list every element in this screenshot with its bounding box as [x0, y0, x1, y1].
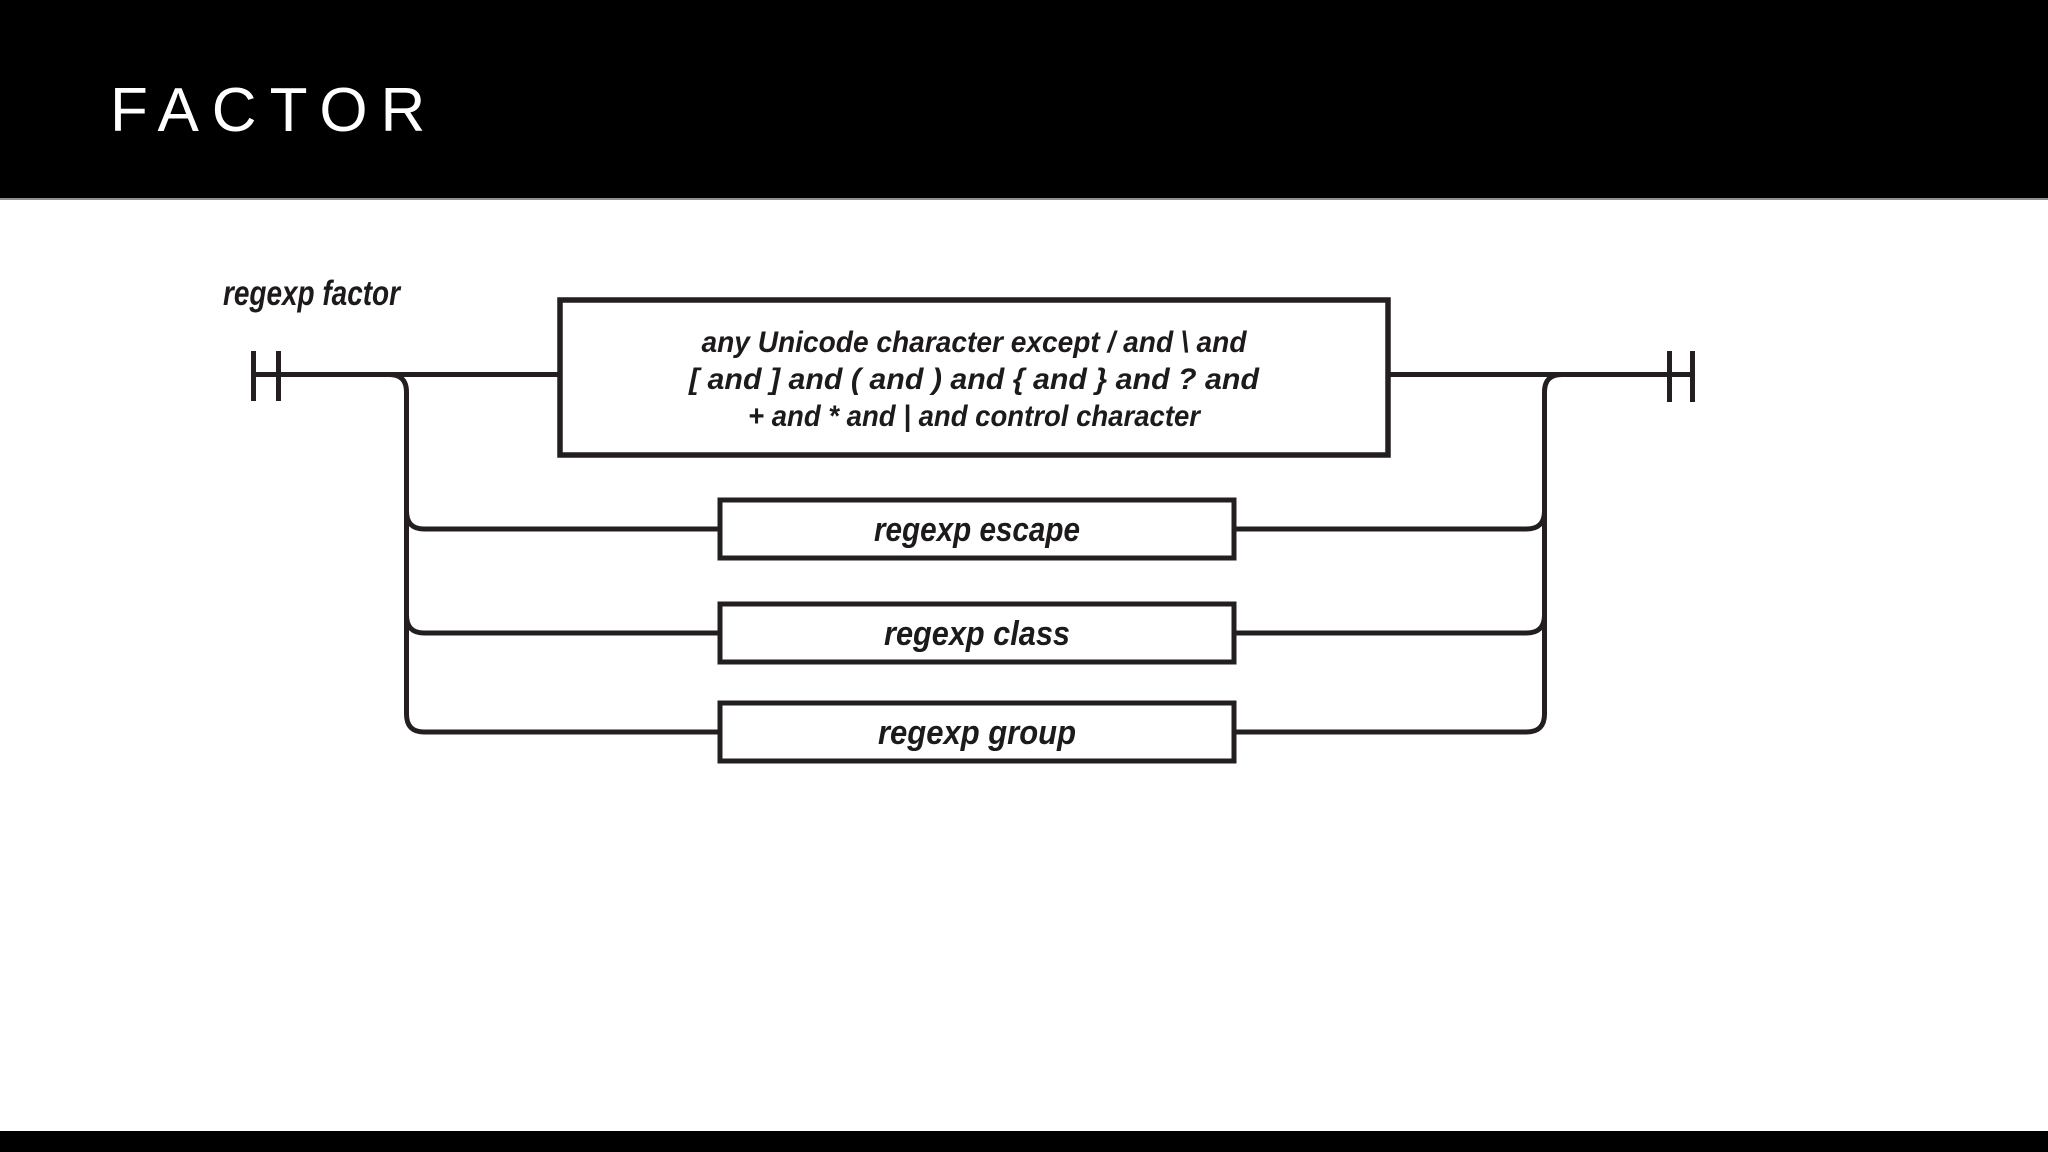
rule-box-regexp-group-label: regexp group [878, 714, 1076, 752]
slide-title: FACTOR [110, 76, 439, 145]
any-character-line-1: any Unicode character except / and \ and [702, 326, 1248, 359]
rule-name-label: regexp factor [223, 274, 402, 313]
slide-header: FACTOR [0, 0, 2048, 200]
right-branch-rail [1234, 372, 1563, 735]
rule-box-regexp-group [717, 700, 1237, 764]
any-character-line-2: [ and ] and ( and ) and { and } and ? an… [688, 363, 1260, 396]
any-character-box [557, 297, 1391, 458]
any-character-line-3: + and * and | and control character [748, 400, 1202, 433]
rule-box-regexp-escape [717, 497, 1237, 561]
right-branch-row-class [1234, 614, 1547, 636]
rule-box-regexp-escape-label: regexp escape [874, 511, 1080, 549]
right-branch-row-escape [1234, 510, 1547, 532]
left-branch-row-class [404, 614, 720, 636]
bottom-bar [0, 1131, 2048, 1152]
end-terminal-icon [1667, 351, 1695, 402]
rule-box-regexp-class [717, 601, 1237, 665]
left-branch-row-escape [404, 510, 720, 532]
left-branch-rail [388, 372, 720, 735]
rule-box-regexp-class-label: regexp class [884, 615, 1070, 653]
